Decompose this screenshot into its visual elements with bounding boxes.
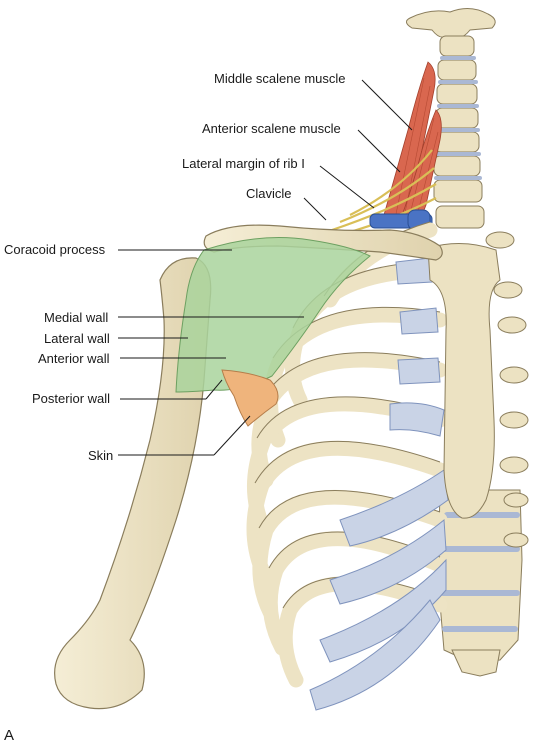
axilla-walls [175,237,371,393]
spinous-processes [485,231,529,548]
label-coracoid-process: Coracoid process [4,242,106,257]
label-middle-scalene-muscle: Middle scalene muscle [214,71,346,86]
intervertebral-discs [434,56,520,632]
skin-flap [221,369,279,427]
label-lateral-wall: Lateral wall [44,331,110,346]
label-medial-wall: Medial wall [44,310,109,325]
scalene-muscles [381,61,442,229]
label-anterior-scalene-muscle: Anterior scalene muscle [202,121,341,136]
subclavian-vessels [369,209,433,231]
label-clavicle: Clavicle [246,186,292,201]
panel-letter: A [4,727,15,744]
label-posterior-wall: Posterior wall [32,391,111,406]
costal-cartilages [309,257,449,711]
sternum [427,242,501,519]
label-lateral-margin-rib-i: Lateral margin of rib I [182,156,305,171]
humerus [54,257,212,710]
label-skin: Skin [88,448,114,463]
label-anterior-wall: Anterior wall [38,351,110,366]
vertebral-column [406,8,523,677]
leader-lines [118,79,413,456]
